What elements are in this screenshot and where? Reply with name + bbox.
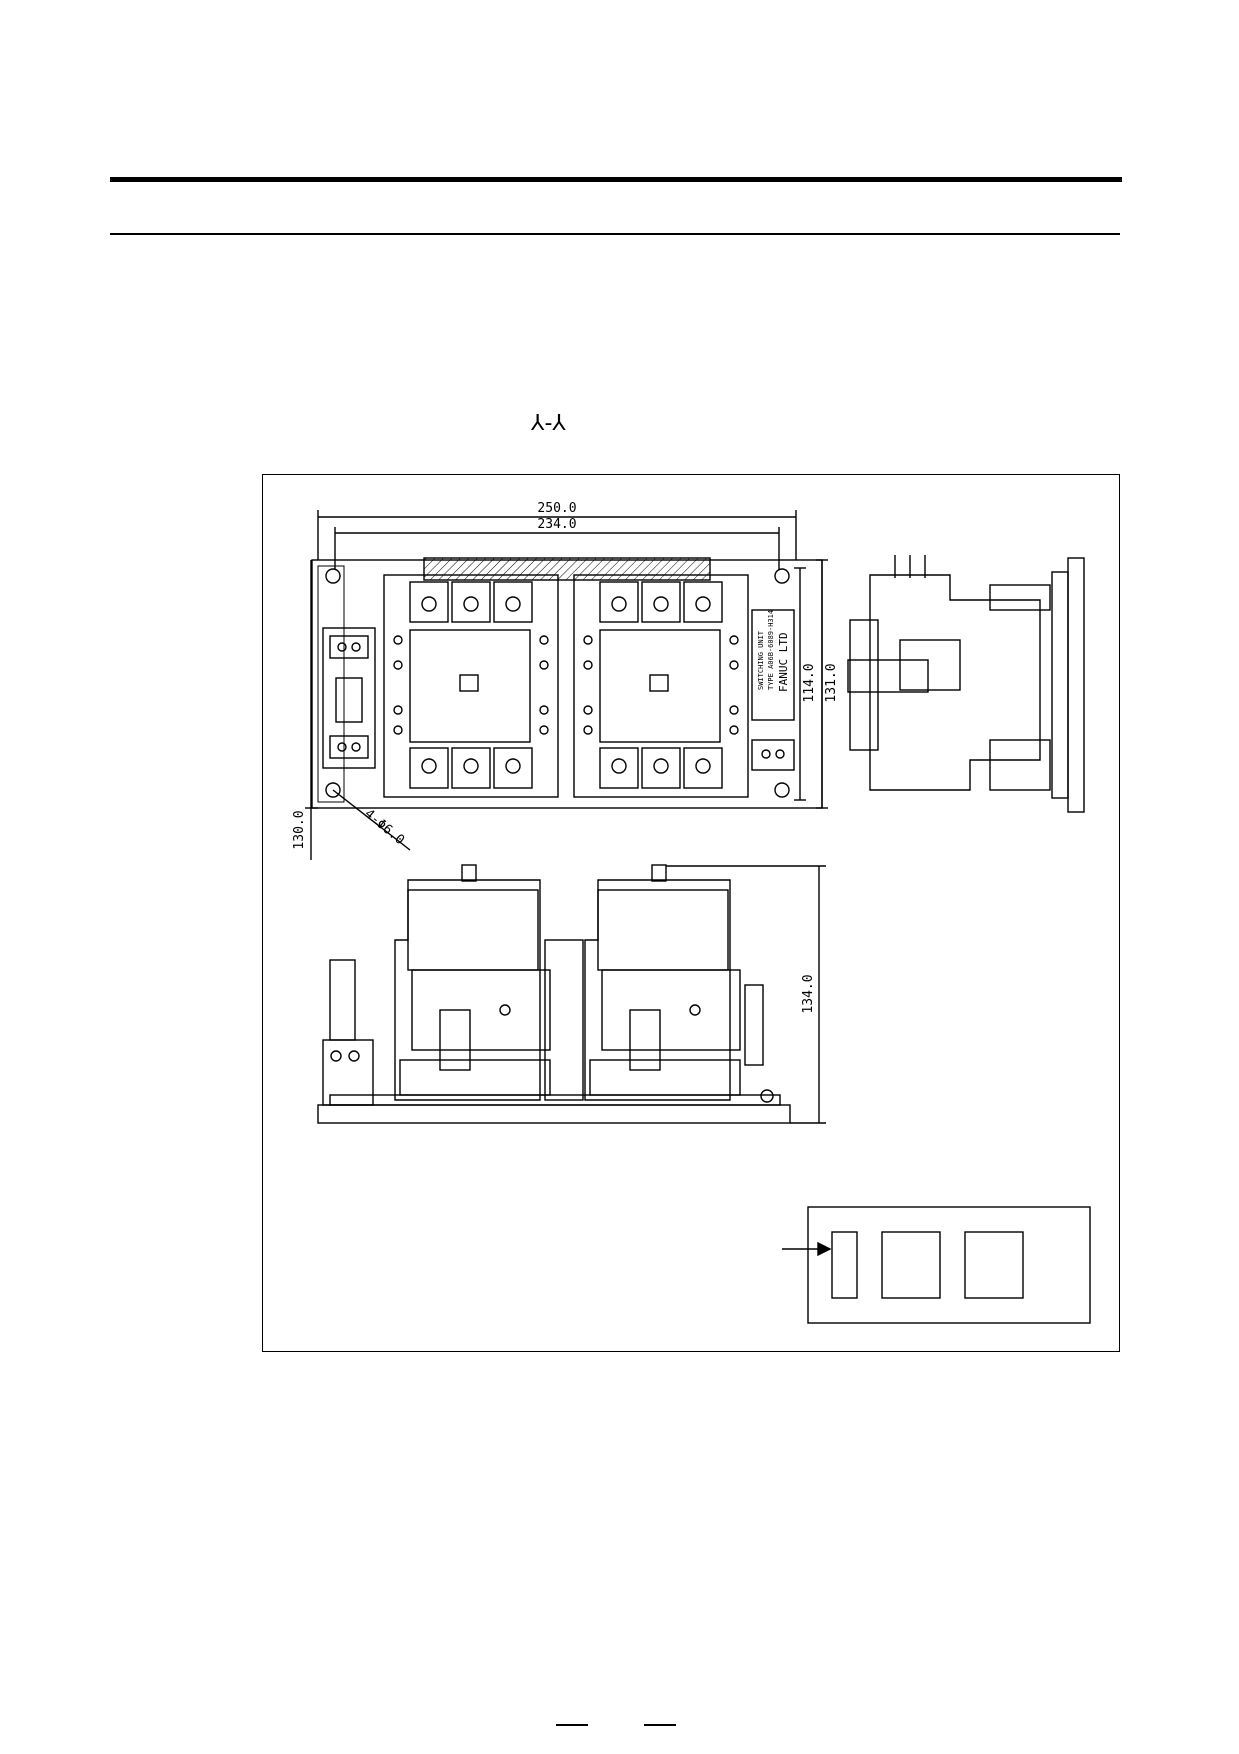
top-view [311,557,823,809]
dimension-lines-top [317,510,797,570]
terminal-block-box [831,1231,858,1299]
front-view [317,864,791,1124]
nameplate-text: SWITCHING UNIT TYPE A06B-6089-H314 FANUC… [757,610,790,692]
arrow-head-icon [817,1241,832,1257]
bus-bar [423,557,711,581]
dim-mounting-height: 130.0 [292,810,307,849]
footer-dash-left [556,1724,588,1726]
dimension-lines-left [305,560,411,860]
dimension-lines-right [794,559,828,809]
nameplate-line2: TYPE A06B-6089-H314 [767,610,775,690]
header-thick-rule [110,177,1122,182]
mounting-hole [325,782,341,798]
dim-depth: 134.0 [801,974,816,1013]
dimension-lines-depth [666,865,826,1124]
mounting-hole [774,568,790,584]
footer-dash-right [644,1724,676,1726]
nameplate-line1: SWITCHING UNIT [757,630,765,690]
mounting-hole [325,568,341,584]
side-view [847,555,1085,813]
contactor-box [964,1231,1024,1299]
contactor-box [881,1231,941,1299]
nameplate [751,609,795,721]
nameplate-line3: FANUC LTD [777,632,790,692]
dim-overall-width: 250.0 [537,501,576,516]
mounting-hole [774,782,790,798]
dim-height-outer: 131.0 [824,663,839,702]
wye-connection-symbol: ⅄-⅄ [531,411,566,436]
dim-hole-spec: 4-Φ6.0 [361,806,407,848]
dim-mounting-width: 234.0 [537,517,576,532]
header-thin-rule [110,233,1120,235]
arrangement-inset [782,1206,1091,1324]
figure-frame [262,474,1120,1352]
dim-height-inner: 114.0 [802,663,817,702]
